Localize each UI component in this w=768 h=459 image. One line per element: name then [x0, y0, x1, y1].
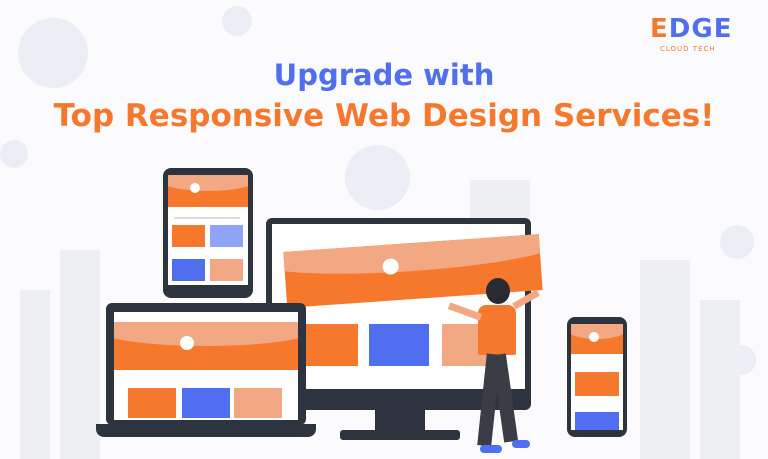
headline-line2: Top Responsive Web Design Services!	[53, 98, 715, 134]
edge-cloud-tech-logo: EDGE	[650, 14, 733, 44]
headline-line1: Upgrade with	[273, 58, 495, 92]
logo-subtitle: CLOUD TECH	[660, 45, 716, 53]
